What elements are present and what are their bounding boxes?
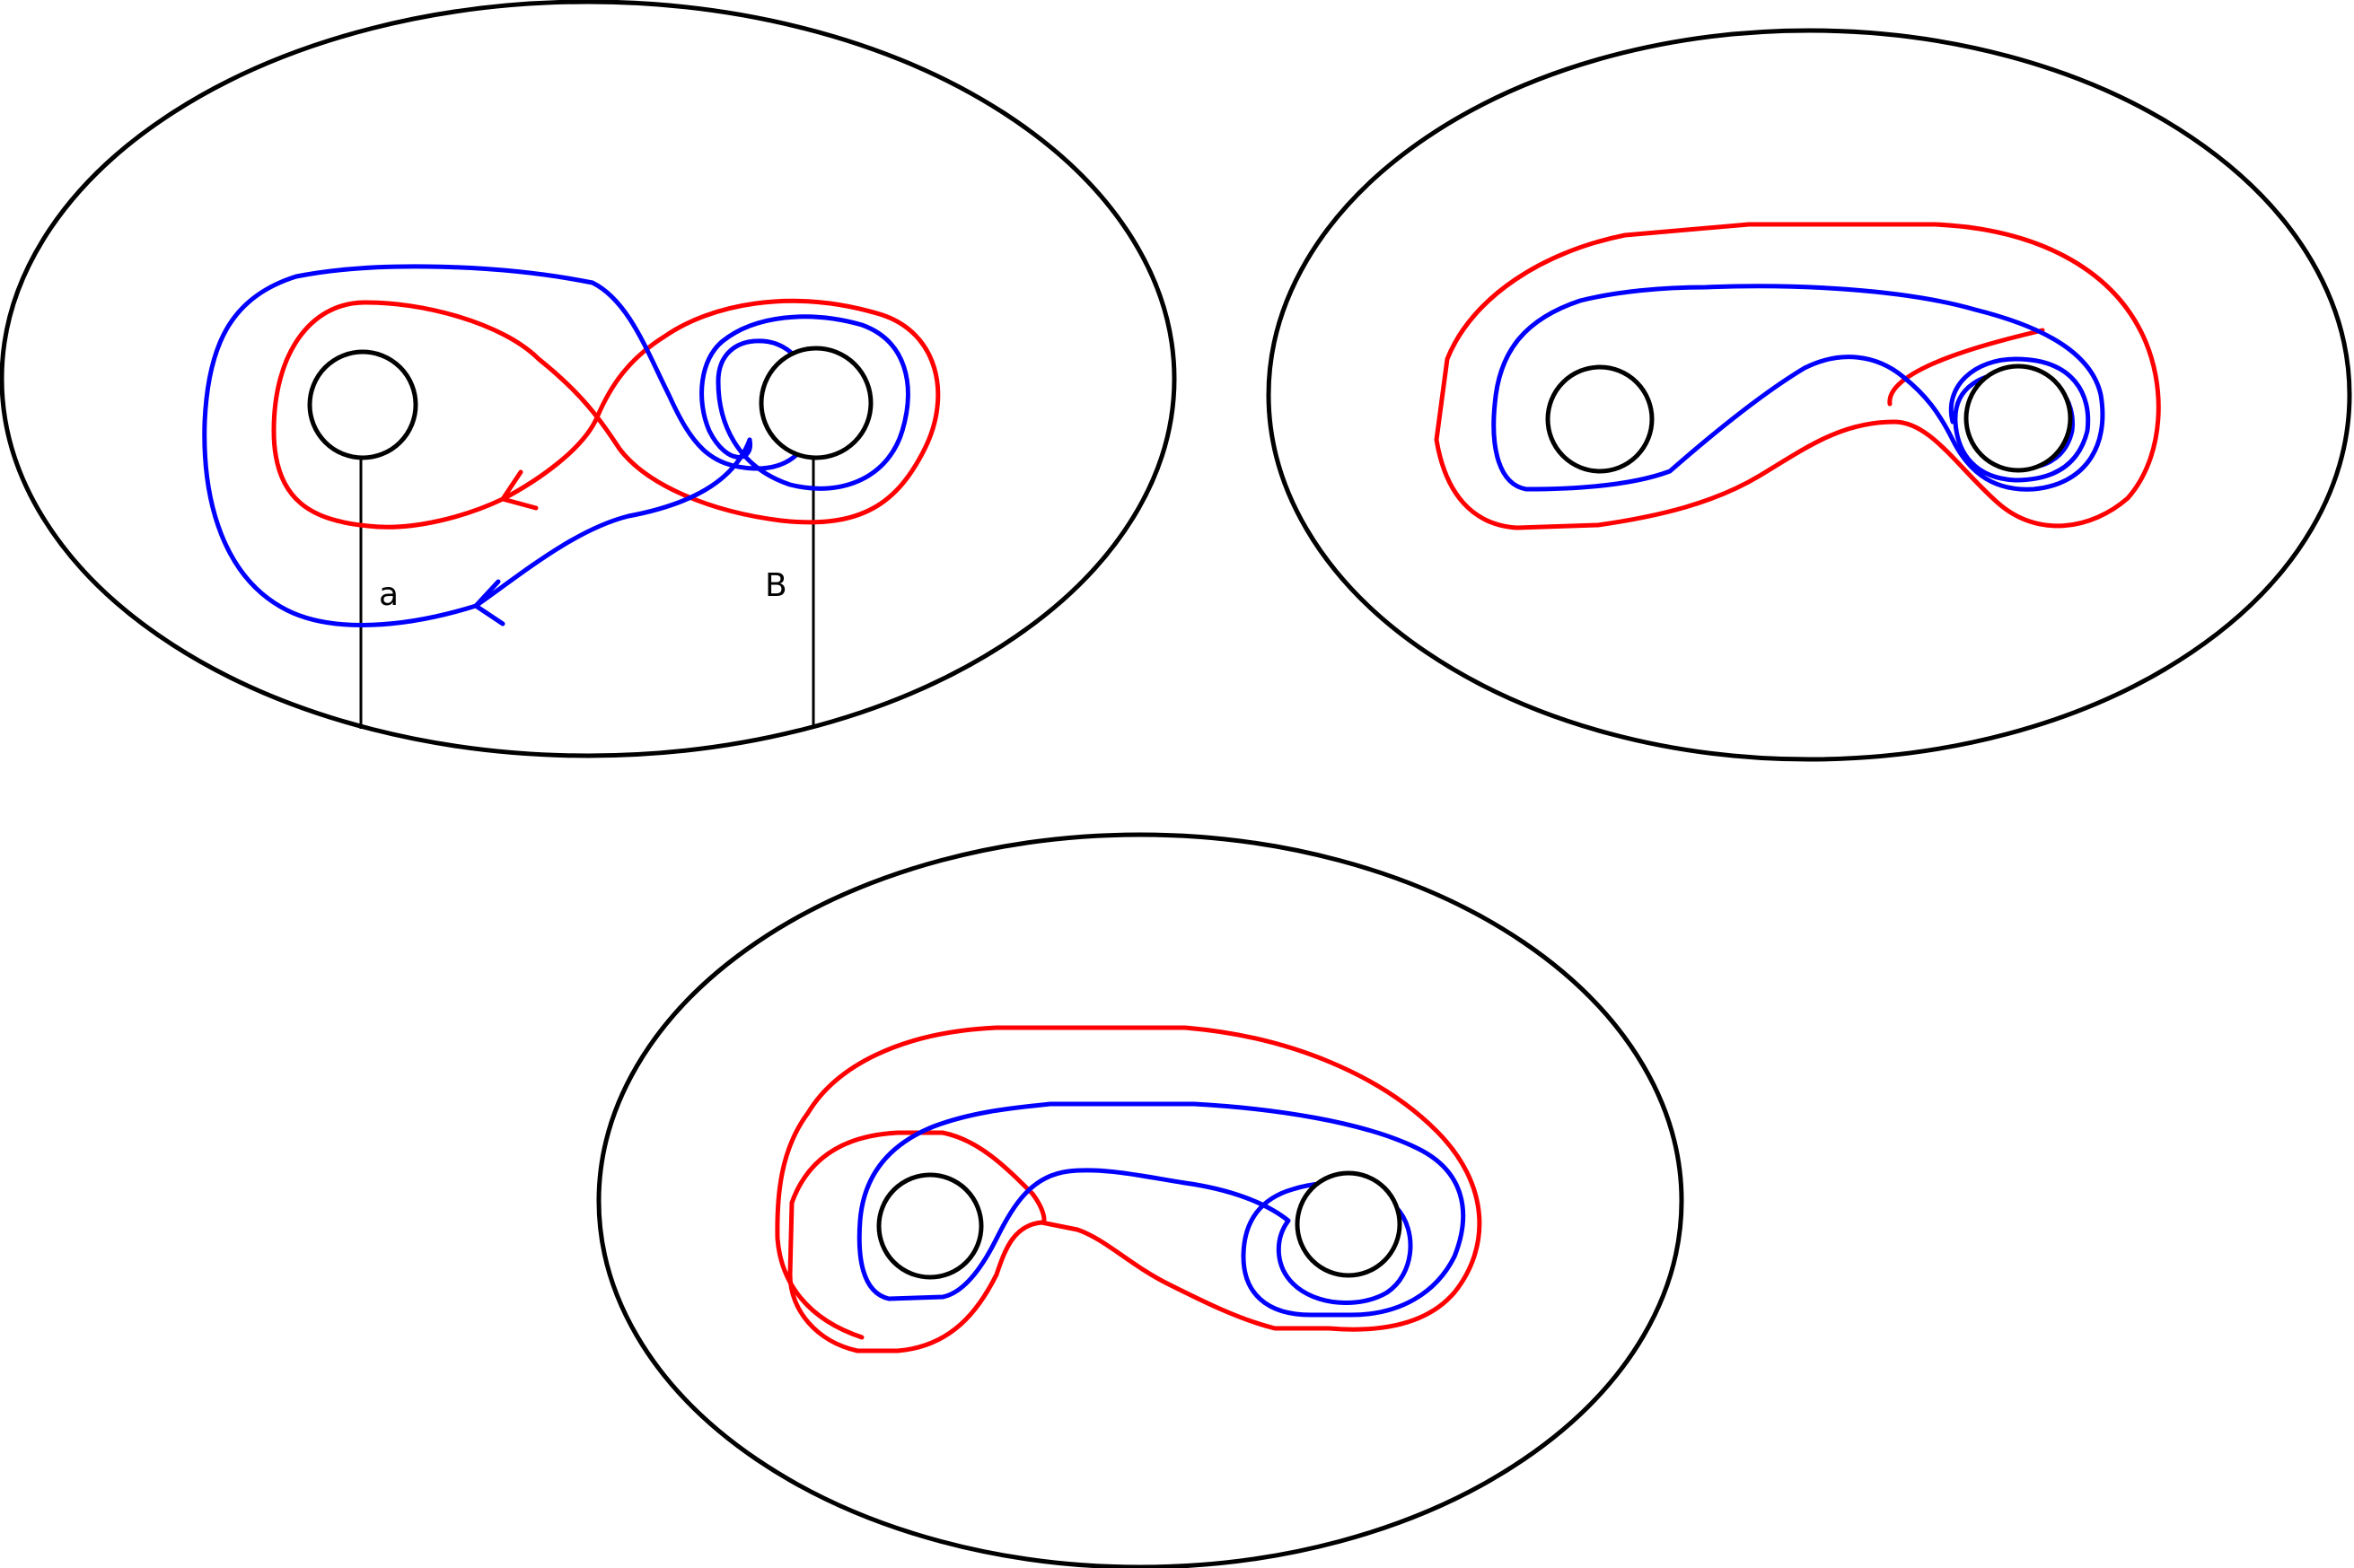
- panel-1-left-hole: [307, 349, 418, 460]
- panel-1-blue-arrowhead: [473, 579, 505, 626]
- panel-3-surface-outline: [596, 832, 1684, 1568]
- panel-2-surface-outline: [1266, 28, 2352, 762]
- cut-label-a: a: [379, 576, 399, 613]
- panel-3-left-hole: [876, 1172, 984, 1280]
- panel-3-blue-curve: [856, 1101, 1466, 1318]
- panel-3-right-hole: [1295, 1170, 1402, 1278]
- panel-1-blue-tail: [473, 437, 752, 609]
- panel-3-red-outer-curve: [787, 1025, 1482, 1353]
- panel-3-red-left-curve: [775, 1025, 999, 1340]
- panel-1-red-arrowhead: [500, 469, 539, 511]
- panel-1: a B: [0, 0, 1177, 758]
- panel-2-right-hole: [1963, 364, 2073, 473]
- panel-1-right-hole: [759, 346, 874, 460]
- panel-2-left-hole: [1545, 364, 1655, 474]
- panel-2-red-curve: [1434, 222, 2161, 530]
- panel-1-red-curve: [271, 298, 941, 530]
- panel-1-surface-outline: [0, 0, 1177, 758]
- panel-2-blue-curve: [1491, 284, 2105, 492]
- panel-2-red-hook: [1887, 328, 2045, 407]
- cut-label-b: B: [765, 567, 787, 604]
- panel-2: [1266, 28, 2352, 762]
- panel-3: [596, 832, 1684, 1568]
